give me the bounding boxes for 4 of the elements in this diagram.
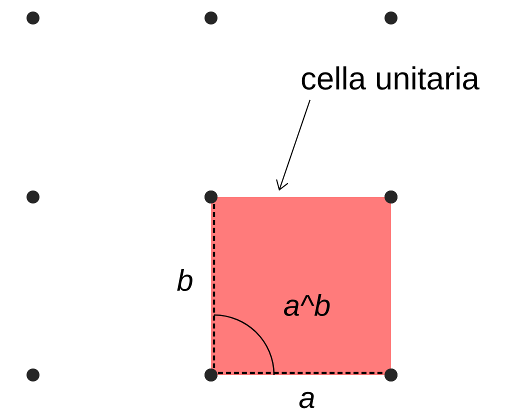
unit-cell-square [211, 197, 391, 375]
angle-label: a^b [284, 294, 330, 316]
callout-text: cella unitaria [302, 66, 480, 90]
leader-line [276, 100, 311, 191]
